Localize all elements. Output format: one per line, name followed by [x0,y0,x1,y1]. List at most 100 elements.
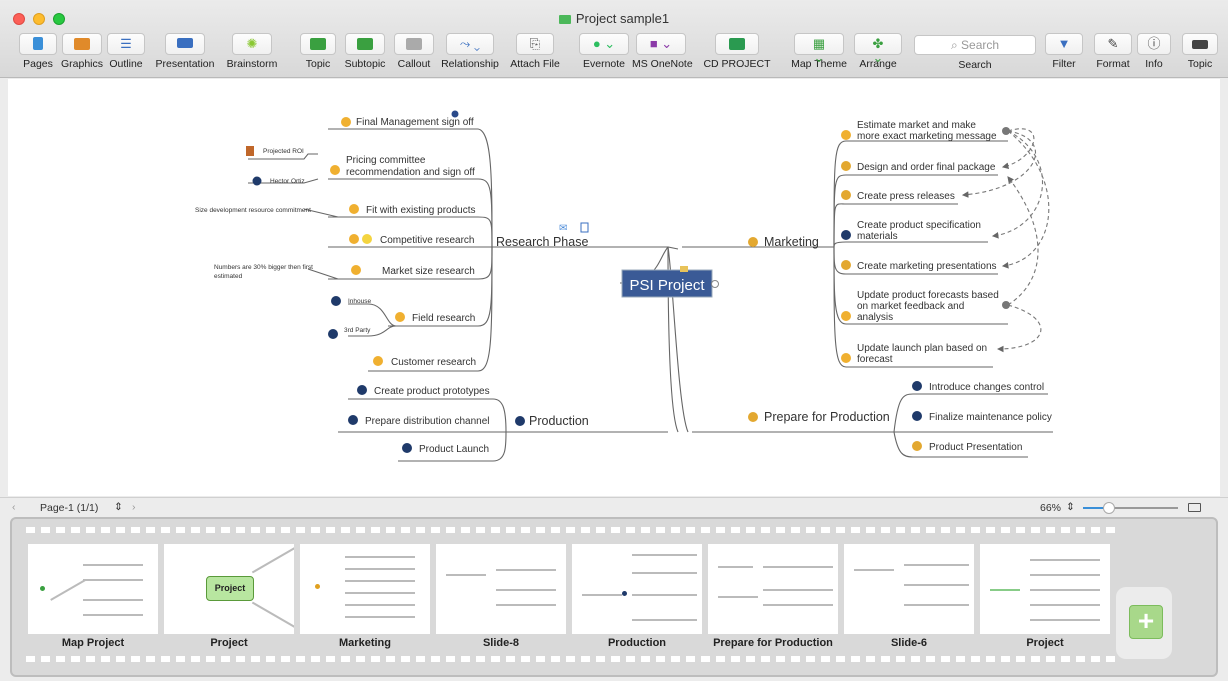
toolbar-relationship-button[interactable]: ⤳ ⌄Relationship [437,33,503,75]
page-indicator: Page-1 (1/1) [40,502,99,514]
toolbar-brainstorm-button[interactable]: ✺Brainstorm [222,33,282,75]
film-holes-top [26,527,1116,533]
title-bar: Project sample1 Pages Graphics ☰Outline … [0,0,1228,78]
topic-label[interactable]: Prepare distribution channel [365,416,490,427]
slide-thumbnail[interactable] [300,544,430,634]
toolbar-topic-button[interactable]: Topic [298,33,338,75]
toolbar-pages-button[interactable]: Pages [17,33,59,75]
add-slide-button[interactable]: + [1129,605,1163,639]
topic-label[interactable]: recommendation and sign off [346,167,475,178]
branch-icons: ✉ [515,222,758,426]
slide-thumbnail[interactable] [436,544,566,634]
toolbar-label: Presentation [155,58,215,70]
status-bar: ‹ Page-1 (1/1) ⇕ › 66% ⇕ [0,497,1228,517]
toolbar-subtopic-button[interactable]: Subtopic [340,33,390,75]
callout-label[interactable]: estimated [214,273,243,280]
topic-label[interactable]: Create product specification [857,220,981,231]
topic-label[interactable]: Product Presentation [929,442,1022,453]
pie-progress-icon [841,260,851,270]
topic-label[interactable]: Introduce changes control [929,382,1044,393]
toolbar-topic-panel-button[interactable]: Topic [1180,33,1220,75]
central-topic[interactable]: PSI Project [621,266,719,298]
fit-window-icon[interactable] [1188,503,1201,512]
topic-label[interactable]: forecast [857,354,893,365]
slide-thumbnail[interactable]: Project [164,544,294,634]
toolbar-label: Pages [23,58,53,70]
toolbar-filter-button[interactable]: ▼Filter [1044,33,1084,75]
topic-label[interactable]: Create press releases [857,191,955,202]
next-page-icon[interactable]: › [132,501,136,513]
topic-label[interactable]: Product Launch [419,444,489,455]
mail-icon: ✉ [559,223,567,234]
topic-label[interactable]: Finalize maintenance policy [929,412,1052,423]
topic-label[interactable]: Competitive research [380,235,474,246]
check-icon [395,312,405,322]
minimize-window-button[interactable] [33,13,45,25]
toolbar-format-button[interactable]: ✎Format [1092,33,1134,75]
slide-thumbnail[interactable] [572,544,702,634]
toolbar-attach-file-button[interactable]: ⎘Attach File [506,33,564,75]
topic-label[interactable]: Create marketing presentations [857,261,997,272]
slide-thumbnail[interactable] [28,544,158,634]
topic-label[interactable]: Update product forecasts based [857,290,999,301]
toolbar-arrange-button[interactable]: ✤ ⌄Arrange [853,33,903,75]
pie-progress-icon [912,411,922,421]
branch-production-label[interactable]: Production [529,414,589,428]
topic-label[interactable]: Estimate market and make [857,120,976,131]
topic-label[interactable]: Market size research [382,266,475,277]
topic-panel-icon [1192,40,1208,49]
check-icon [373,356,383,366]
outline-icon: ☰ [120,36,132,51]
slide-thumbnail[interactable] [980,544,1110,634]
toolbar-evernote-button[interactable]: ● ⌄Evernote [578,33,630,75]
toolbar-graphics-button[interactable]: Graphics [59,33,105,75]
topic-label[interactable]: Update launch plan based on [857,343,987,354]
branch-research-label[interactable]: Research Phase [496,235,588,249]
toolbar-presentation-button[interactable]: Presentation [150,33,220,75]
prev-page-icon[interactable]: ‹ [12,501,16,513]
zoom-stepper-icon[interactable]: ⇕ [1066,501,1075,513]
pie-progress-icon [402,443,412,453]
callout-label[interactable]: Hector Ortiz [270,178,305,185]
topic-label[interactable]: Pricing committee [346,155,426,166]
topic-label[interactable]: on market feedback and [857,301,964,312]
page-stepper-icon[interactable]: ⇕ [114,501,123,513]
topic-label[interactable]: materials [857,231,898,242]
toolbar-cd-project-button[interactable]: CD PROJECT [702,33,772,75]
topic-label[interactable]: more exact marketing message [857,131,997,142]
arrange-icon: ✤ ⌄ [872,36,884,65]
topic-label[interactable]: Fit with existing products [366,205,476,216]
callout-label[interactable]: Inhouse [348,298,372,305]
toolbar-callout-button[interactable]: Callout [393,33,435,75]
topic-label[interactable]: Field research [412,313,475,324]
topic-label[interactable]: Design and order final package [857,162,996,173]
slide-thumbnail[interactable] [844,544,974,634]
topic-label[interactable]: analysis [857,312,893,323]
close-window-button[interactable] [13,13,25,25]
toolbar-onenote-button[interactable]: ■ ⌄MS OneNote [632,33,693,75]
toolbar-map-theme-button[interactable]: ▦ ⌄Map Theme [787,33,851,75]
zoom-window-button[interactable] [53,13,65,25]
mind-map-canvas[interactable]: PSI Project Research Phase Production Ma… [8,79,1220,496]
zoom-slider[interactable] [1083,502,1178,514]
slide-filmstrip: Project Map Project Project Marketing Sl… [10,517,1218,677]
zoom-slider-knob[interactable] [1103,502,1115,514]
toolbar-label: Format [1096,58,1130,70]
topic-label[interactable]: Create product prototypes [374,386,490,397]
callout-label[interactable]: 3rd Party [344,327,371,334]
callout-label[interactable]: Projected ROI [263,148,304,155]
slide-label: Marketing [339,637,391,649]
relationship-anchor[interactable] [1002,127,1010,135]
callout-label[interactable]: Numbers are 30% bigger then first [214,264,313,271]
topic-label[interactable]: Final Management sign off [356,117,474,128]
branch-marketing-label[interactable]: Marketing [764,235,819,249]
slide-thumbnail[interactable] [708,544,838,634]
callout-label[interactable]: Size development resource commitment [195,207,311,214]
branch-prepare-label[interactable]: Prepare for Production [764,410,890,424]
toolbar-outline-button[interactable]: ☰Outline [105,33,147,75]
topic-label[interactable]: Customer research [391,357,476,368]
document-icon [558,15,571,24]
search-input[interactable]: ⌕ Search [914,35,1036,55]
relationship-anchor[interactable] [1002,301,1010,309]
